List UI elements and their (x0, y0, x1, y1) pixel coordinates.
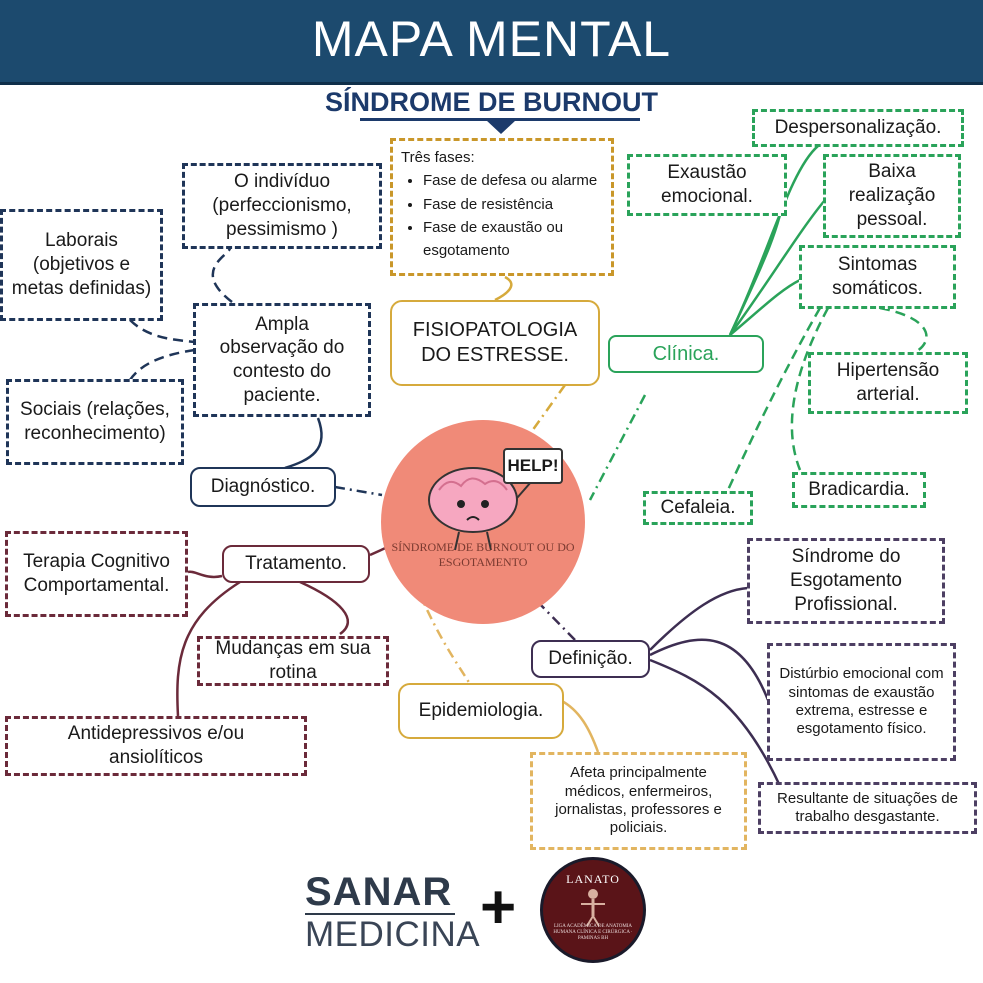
header-bar: MAPA MENTAL (0, 0, 983, 85)
help-sign: HELP! (503, 448, 563, 484)
subtitle-arrow-icon (486, 120, 516, 134)
individuo-box: O indivíduo (perfeccionismo, pessimismo … (182, 163, 382, 249)
map-subtitle: SÍNDROME DE BURNOUT (324, 87, 658, 117)
page-title: MAPA MENTAL (311, 11, 672, 67)
link-afeta (559, 698, 600, 753)
sanar-logo-bottom: MEDICINA (305, 915, 481, 954)
sindrome-esgotamento-box: Síndrome do Esgotamento Profissional. (747, 538, 945, 624)
clinica-node: Clínica. (608, 335, 764, 373)
definicao-node: Definição. (531, 640, 650, 678)
link-mudancas (299, 580, 349, 636)
link-ampla (284, 417, 323, 470)
despersonalizacao-box: Despersonalização. (752, 109, 964, 147)
sanar-logo-divider (305, 913, 455, 915)
link-resultante (649, 658, 782, 787)
sanar-logo-top: SANAR (305, 870, 453, 914)
subtitle-underline (360, 118, 640, 121)
link-baixa (728, 199, 826, 336)
brain-icon (428, 467, 532, 551)
lanato-logo: LANATO LIGA ACADÊMICA DE ANATOMIA HUMANA… (540, 857, 646, 963)
link-antidepressivos (176, 580, 241, 717)
exaustao-emocional-box: Exaustão emocional. (627, 154, 787, 216)
tres-fases-box: Três fases: Fase de defesa ou alarme Fas… (390, 138, 614, 276)
hipertensao-box: Hipertensão arterial. (808, 352, 968, 414)
ampla-observacao-box: Ampla observação do contesto do paciente… (193, 303, 371, 417)
lanato-logo-name: LANATO (566, 872, 620, 886)
afeta-box: Afeta principalmente médicos, enfermeiro… (530, 752, 747, 850)
link-hipertensao (879, 306, 928, 354)
link-bradicardia (790, 307, 830, 471)
terapia-box: Terapia Cognitivo Comportamental. (5, 531, 188, 617)
sintomas-somaticos-box: Sintomas somáticos. (799, 245, 956, 309)
antidepressivos-box: Antidepressivos e/ou ansiolíticos (5, 716, 307, 776)
link-diagnostico (334, 485, 383, 497)
center-label: SÍNDROME DE BURNOUT OU DO ESGOTAMENTO (391, 540, 575, 569)
bradicardia-box: Bradicardia. (792, 472, 926, 508)
mudancas-box: Mudanças em sua rotina (197, 636, 389, 686)
fase-item: Fase de exaustão ou esgotamento (423, 216, 603, 263)
anatomy-figure-icon (581, 889, 605, 927)
baixa-realizacao-box: Baixa realização pessoal. (823, 154, 961, 238)
link-fases (494, 275, 513, 302)
diagnostico-node: Diagnóstico. (190, 467, 336, 507)
link-somaticos (729, 278, 801, 336)
resultante-box: Resultante de situações de trabalho desg… (758, 782, 977, 834)
link-terapia (187, 570, 223, 579)
link-clinica (588, 394, 647, 501)
disturbio-box: Distúrbio emocional com sintomas de exau… (767, 643, 956, 761)
cefaleia-box: Cefaleia. (643, 491, 753, 525)
center-circle (381, 420, 585, 624)
fase-item: Fase de resistência (423, 193, 603, 216)
link-sindrome (649, 586, 749, 651)
sociais-box: Sociais (relações, reconhecimento) (6, 379, 184, 465)
link-cefaleia (726, 307, 822, 491)
laborais-box: Laborais (objetivos e metas definidas) (0, 209, 163, 321)
fisiopatologia-node: FISIOPATOLOGIA DO ESTRESSE. (390, 300, 600, 386)
sanar-logo: SANAR MEDICINA (305, 870, 481, 955)
fases-title: Três fases: (401, 149, 475, 166)
link-sociais (128, 348, 196, 381)
link-disturbio (649, 638, 770, 701)
lanato-logo-subtitle: LIGA ACADÊMICA DE ANATOMIA HUMANA CLÍNIC… (553, 924, 633, 941)
plus-sign: + (480, 873, 517, 942)
fases-list: Fase de defesa ou alarme Fase de resistê… (401, 169, 603, 262)
tratamento-node: Tratamento. (222, 545, 370, 583)
fase-item: Fase de defesa ou alarme (423, 169, 603, 192)
link-individuo (211, 247, 233, 303)
link-laborais (129, 319, 196, 344)
epidemiologia-node: Epidemiologia. (398, 683, 564, 739)
